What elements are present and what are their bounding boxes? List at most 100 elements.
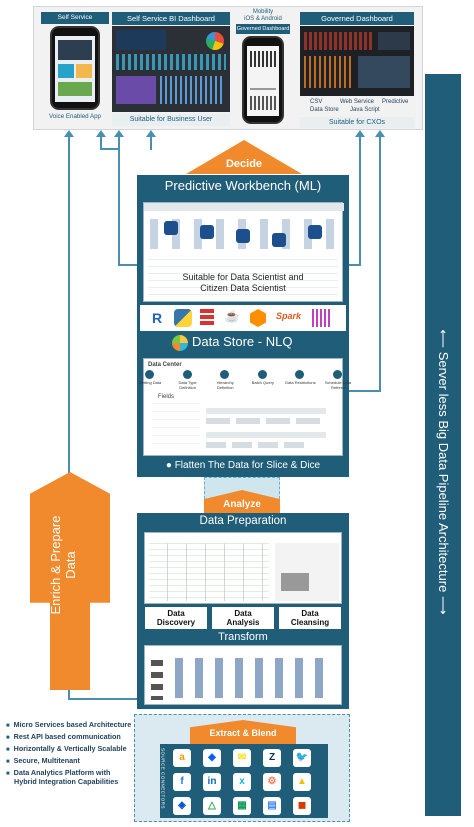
- step-circle[interactable]: [145, 370, 154, 379]
- mobility-phone: [242, 36, 284, 124]
- linkedin-logo-icon: in: [203, 773, 221, 791]
- format-csv: CSV: [310, 99, 323, 105]
- step-circle[interactable]: [257, 370, 267, 379]
- tile-line-1: Data: [167, 609, 185, 618]
- arrow-line: [379, 135, 381, 391]
- format-web-service: Web Service: [340, 99, 374, 105]
- workbench-caption-1: Suitable for Data Scientist and: [182, 272, 304, 282]
- arrow-line: [68, 135, 70, 699]
- business-user-label: Suitable for Business User: [112, 114, 230, 126]
- cxo-label: Suitable for CXOs: [300, 117, 414, 128]
- feature-item: Micro Services based Architecture: [6, 720, 132, 729]
- arrow-line: [100, 135, 102, 149]
- prep-tiles: Data Discovery Data Analysis Data Cleans…: [144, 606, 342, 630]
- arrow-head-icon: [96, 130, 106, 137]
- python-logo-icon: [174, 309, 192, 327]
- arrow-head-icon: [146, 130, 156, 137]
- self-service-bi-header: Self Service BI Dashboard: [112, 12, 230, 25]
- feature-item: Horizontally & Vertically Scalable: [6, 744, 127, 753]
- features-list: Micro Services based Architecture Rest A…: [0, 720, 134, 800]
- flatten-text: Flatten The Data for Slice & Dice: [174, 460, 321, 471]
- step-circle[interactable]: [182, 370, 192, 379]
- step-circle[interactable]: [220, 370, 230, 379]
- tile-line-2: Discovery: [156, 618, 196, 627]
- h2o-logo-icon: [312, 309, 332, 327]
- format-data-store: Data Store: [310, 107, 339, 113]
- arrow-line: [344, 390, 381, 392]
- datastore-title: Data Store - NLQ: [192, 334, 293, 349]
- voice-app-phone: [50, 26, 100, 110]
- amazon-logo-icon: a: [173, 749, 191, 767]
- transform-screenshot: [144, 645, 342, 705]
- arrow-head-icon: [64, 130, 74, 137]
- analyze-label: Analyze: [223, 499, 261, 510]
- self-service-dashboard-header: Self Service Dashboard: [41, 12, 109, 33]
- dropbox-logo-icon: ◆: [203, 749, 221, 767]
- hubspot-logo-icon: ⚙: [263, 773, 281, 791]
- hierarchy-rows: [206, 398, 336, 452]
- scala-logo-icon: [200, 309, 214, 327]
- step-label: Schedule Data Refresh: [324, 380, 352, 390]
- ios-android-label: iOS & Android: [244, 16, 282, 22]
- arrow-line: [344, 264, 361, 266]
- arrow-line: [100, 148, 120, 150]
- step-circle[interactable]: [333, 370, 342, 379]
- bi-dashboard-screenshot: [112, 26, 230, 112]
- adwords-logo-icon: ▲: [293, 773, 311, 791]
- extract-label: Extract & Blend: [209, 728, 277, 738]
- arrow-head-icon: [114, 130, 124, 137]
- tile-line-2: Analysis: [226, 618, 260, 627]
- java-logo-icon: ☕: [224, 309, 240, 323]
- governed-dashboard-screenshot: [300, 26, 414, 96]
- tile-line-2: Cleansing: [290, 618, 330, 627]
- step-label: Data Type Definition: [178, 380, 197, 390]
- fields-label: Fields: [158, 394, 175, 400]
- jira-logo-icon: ◈: [173, 797, 191, 815]
- voice-app-label: Voice Enabled App: [49, 113, 101, 120]
- side-arrow-left-icon: ⟵: [436, 329, 451, 349]
- step-label: Getting Data: [138, 380, 162, 385]
- arrow-head-icon: [355, 130, 365, 137]
- governed-small-header: Governed Dashboard: [236, 24, 290, 34]
- r-logo-icon: R: [151, 310, 163, 326]
- tile-line-1: Data: [234, 609, 252, 618]
- drive-logo-icon: △: [203, 797, 221, 815]
- office-logo-icon: ◼: [293, 797, 311, 815]
- feature-item: Data Analytics Platform with: [6, 768, 111, 777]
- calendar-logo-icon: ▤: [263, 797, 281, 815]
- feature-item: Rest API based communication: [6, 732, 121, 741]
- step-label: Data Restrictions: [285, 380, 316, 385]
- governed-dashboard-header: Governed Dashboard: [300, 12, 414, 25]
- pipeline-side-label: ⟵ Server less Big Data Pipeline Architec…: [433, 292, 453, 652]
- enrich-line-2: Data: [63, 551, 78, 579]
- workbench-screenshot: [143, 202, 344, 302]
- transform-title: Transform: [218, 631, 268, 643]
- xero-logo-icon: x: [233, 773, 251, 791]
- arrow-line: [68, 698, 138, 700]
- source-connectors-label: SOURCE CONNECTORS: [160, 748, 166, 809]
- feature-item: Secure, Multitenant: [6, 756, 80, 765]
- datastore-icon: [172, 335, 188, 351]
- step-label: Batch Query: [251, 380, 274, 385]
- tile-data-discovery: Data Discovery: [144, 606, 208, 630]
- side-label-text: Server less Big Data Pipeline Architectu…: [436, 351, 451, 593]
- spark-logo-icon: Spark: [276, 311, 302, 321]
- mailchimp-logo-icon: ✉: [233, 749, 251, 767]
- side-arrow-right-icon: ⟶: [436, 595, 451, 615]
- arrow-line: [118, 135, 120, 265]
- data-prep-screenshot: [144, 532, 342, 604]
- mobility-label: Mobility: [252, 9, 274, 15]
- workbench-caption-2: Citizen Data Scientist: [200, 283, 286, 293]
- step-circle[interactable]: [295, 370, 305, 379]
- twitter-logo-icon: 🐦: [293, 749, 311, 767]
- arrow-line: [118, 264, 138, 266]
- facebook-logo-icon: f: [173, 773, 191, 791]
- arrow-head-icon: [375, 130, 385, 137]
- ml-logos-row: R ☕ Spark: [140, 305, 346, 331]
- data-center-title: Data Center: [148, 362, 182, 368]
- feature-item-continued: Hybrid Integration Capabilities: [14, 777, 119, 786]
- flatten-caption: ● Flatten The Data for Slice & Dice: [165, 460, 321, 471]
- zendesk-logo-icon: Z: [263, 749, 281, 767]
